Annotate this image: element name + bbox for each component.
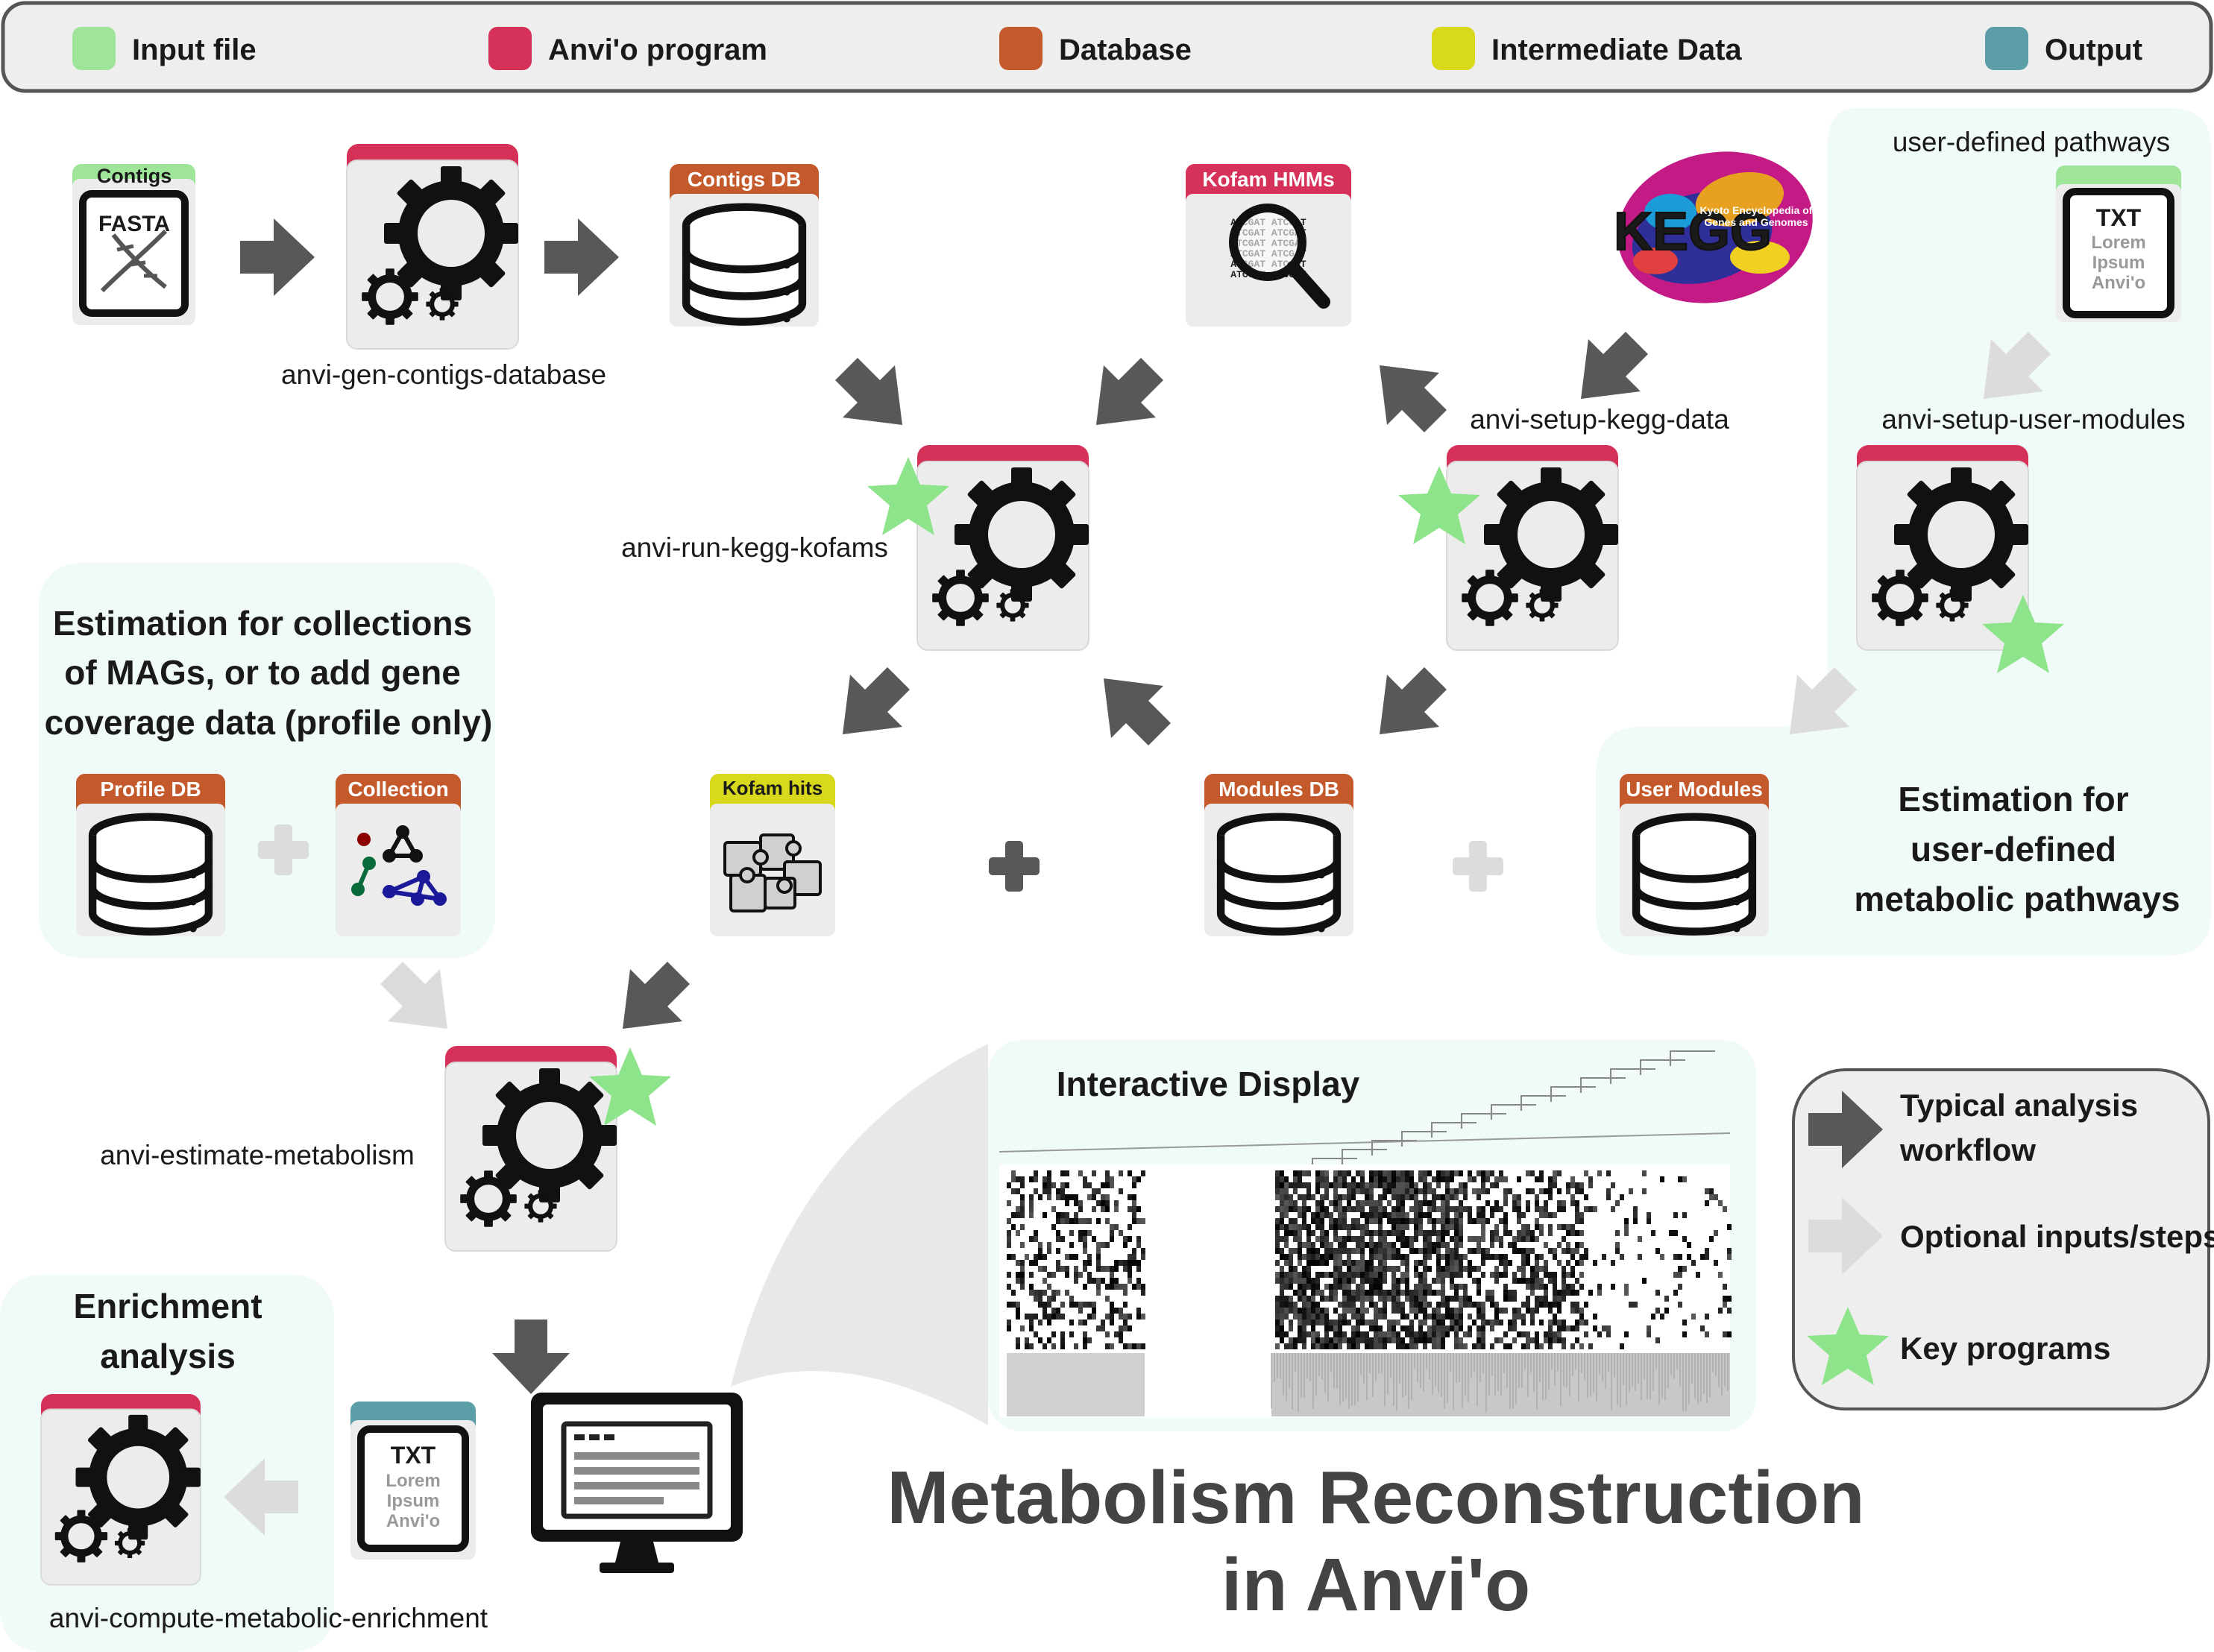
legend-bar [1,1,2213,93]
key-typical-line-1: Typical analysis [1900,1088,2138,1123]
profile-db [76,774,225,936]
run-kegg-kofams-program [917,445,1089,650]
legend-swatch-0 [72,27,116,70]
contigs-db-tab-label: Contigs DB [688,168,801,191]
interactive-display-title: Interactive Display [1057,1065,1360,1103]
setup-kegg-data-label: anvi-setup-kegg-data [1470,404,1729,435]
compute-enrichment-program [41,1394,201,1585]
heatmap-image [998,1050,1732,1418]
profile-db-tab-label: Profile DB [100,778,201,801]
arrow-collections-to-estimate [380,962,447,1029]
fasta-label: FASTA [98,212,170,236]
output-txt-line-1: Lorem [386,1471,440,1491]
key-box [1792,1068,2210,1410]
key-optional-label: Optional inputs/steps [1900,1219,2214,1254]
plus-icon-optional-1 [258,825,309,875]
arrow-estimate-to-output [492,1320,570,1394]
user-estimation-title-2: user-defined [1910,830,2116,868]
collection-tab-label: Collection [347,778,448,801]
user-pathways-input [2056,165,2181,322]
legend-label-1: Anvi'o program [548,34,767,66]
kofam-hits [710,774,835,936]
legend: Input file Anvi'o program Database Intermed… [72,27,2142,70]
user-pathways-label: user-defined pathways [1893,127,2170,157]
legend-label-0: Input file [132,34,257,66]
collection-network-icon [351,825,447,906]
arrow-setup-to-modulesdb [1380,667,1447,734]
compute-enrichment-label: anvi-compute-metabolic-enrichment [49,1603,488,1633]
kegg-logo: KEGG Kyoto Encyclopedia of Genes and Gen… [1613,151,1813,303]
legend-label-4: Output [2045,34,2142,66]
kofam-hmms-tab-label: Kofam HMMs [1202,168,1334,191]
legend-swatch-3 [1432,27,1475,70]
contigs-tab-label: Contigs [97,165,172,187]
kegg-logo-small-2: Genes and Genomes [1704,216,1808,228]
plus-icon-optional-2 [1453,841,1503,892]
gen-contigs-db-label: anvi-gen-contigs-database [281,359,606,390]
user-pathways-line-3: Anvi'o [2092,273,2145,293]
contigs-input [72,164,195,325]
arrow-contigsdb-to-kofams [835,358,902,425]
legend-swatch-2 [999,27,1042,70]
arrow-kofamhmms-to-kofams [1096,358,1163,425]
plus-icon-1 [989,841,1040,892]
arrow-program-to-contigsdb [544,218,619,296]
dendrogram [998,1050,1731,1200]
collections-title-2: of MAGs, or to add gene [64,653,461,692]
main-title-line-1: Metabolism Reconstruction [887,1456,1864,1539]
legend-label-2: Database [1059,34,1192,66]
legend-swatch-4 [1985,27,2028,70]
arrow-kegg-to-setup [1581,332,1648,399]
collections-title-3: coverage data (profile only) [45,703,493,742]
main-title-line-2: in Anvi'o [1221,1543,1531,1627]
legend-swatch-1 [488,27,532,70]
heatmap-cells [999,1164,1732,1418]
collections-title-1: Estimation for collections [53,604,472,643]
setup-user-modules-program [1857,445,2028,650]
setup-user-modules-label: anvi-setup-user-modules [1881,404,2185,435]
user-pathways-line-2: Ipsum [2092,253,2145,273]
user-pathways-line-1: Lorem [2091,233,2145,253]
monitor-icon [531,1393,743,1573]
modules-db [1204,774,1353,936]
output-txt-line-2: Ipsum [387,1491,440,1511]
output-txt [350,1402,476,1560]
user-pathways-txt: TXT [2096,204,2142,231]
user-estimation-title-1: Estimation for [1898,780,2128,819]
run-kegg-kofams-label: anvi-run-kegg-kofams [621,532,888,563]
output-txt-line-3: Anvi'o [386,1511,440,1531]
gen-contigs-db-program [347,144,518,349]
modules-db-tab-label: Modules DB [1218,778,1339,801]
user-modules-tab-label: User Modules [1626,778,1763,801]
enrichment-title-1: Enrichment [73,1287,262,1325]
arrow-kofams-to-kofamhits [843,667,910,734]
enrichment-title-2: analysis [100,1337,236,1375]
collection [336,774,461,936]
estimate-metabolism-label: anvi-estimate-metabolism [100,1140,415,1170]
user-modules [1620,774,1769,936]
kofam-hits-tab-label: Kofam hits [723,777,823,799]
magnifier-icon [1229,204,1330,309]
arrow-setup-to-kofamhmms [1380,365,1447,432]
legend-label-3: Intermediate Data [1491,34,1742,66]
kegg-logo-big: KEGG [1614,202,1772,262]
user-estimation-title-3: metabolic pathways [1854,880,2180,918]
key-programs-label: Key programs [1900,1331,2110,1366]
arrow-contigs-to-program [240,218,315,296]
kegg-logo-small-1: Kyoto Encyclopedia of [1700,204,1813,216]
key-typical-line-2: workflow [1899,1132,2036,1167]
setup-kegg-data-program [1447,445,1618,650]
contigs-db [670,164,819,327]
output-txt-title: TXT [391,1442,436,1469]
puzzle-icon [723,833,822,912]
arrow-inputs-to-estimate [623,962,690,1029]
zoom-wedge [731,1044,988,1425]
arrow-modulesdb-to-kofams [1104,678,1171,745]
